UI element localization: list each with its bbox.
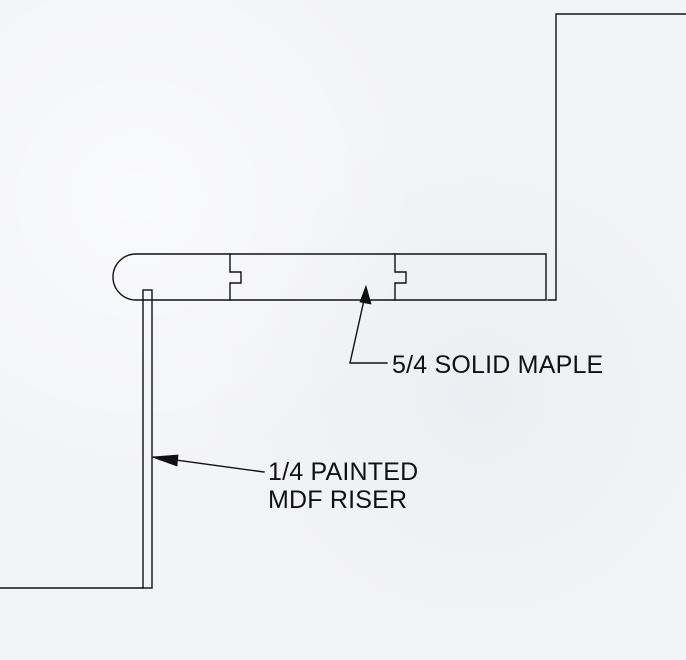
tread-joint-right [394,253,407,301]
tread-leader-arrowhead [359,284,372,305]
riser-leader-arrowhead [151,454,179,467]
riser-material-label: 1/4 PAINTED MDF RISER [268,458,418,514]
riser-material-text-line2: MDF RISER [268,486,408,514]
upper-riser-line [547,13,686,301]
tread-material-text: 5/4 SOLID MAPLE [392,351,604,379]
tread-joint-left [229,253,242,301]
tread-material-label: 5/4 SOLID MAPLE [392,351,603,379]
tread-leader-line [349,290,388,364]
riser-board [142,289,153,589]
tread-profile [112,253,547,301]
riser-material-text-line1: 1/4 PAINTED [268,458,419,486]
